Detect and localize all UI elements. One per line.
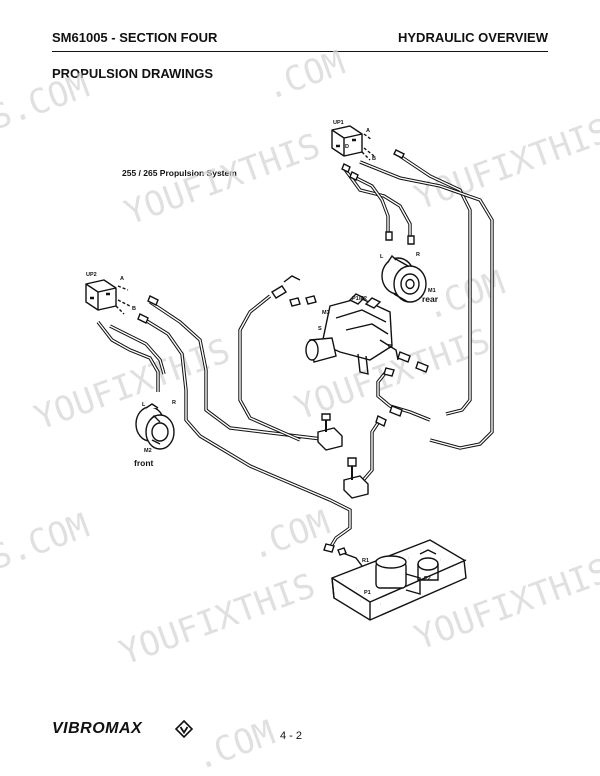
label-port-a: A [120, 276, 124, 282]
section-title: PROPULSION DRAWINGS [52, 66, 214, 81]
watermark-text: S.COM [0, 506, 94, 579]
label-port-a: A [366, 128, 370, 134]
label-p2: P2 [424, 576, 431, 582]
header-rule [52, 51, 548, 52]
brand-logo-text: VIBROMAX [52, 720, 143, 737]
motor-m2-front [135, 403, 175, 450]
label-m1: M1 [428, 288, 436, 294]
watermark-text: S.COM [0, 66, 94, 139]
propulsion-pump [305, 293, 399, 375]
label-up2: UP2 [86, 272, 97, 278]
watermark-group: S.COM .COM YOUFIXTHIS YOUFIXTHIS .COM YO… [0, 43, 600, 776]
watermark-text: .COM [244, 503, 335, 569]
page-number: 4 - 2 [280, 730, 303, 742]
label-r1: R1 [362, 558, 369, 564]
label-p1p2: P1/P2 [352, 296, 367, 302]
figure-caption: 255 / 265 Propulsion System [122, 168, 237, 178]
charge-pump-assembly [331, 539, 467, 621]
label-m3: M3 [322, 310, 330, 316]
doc-topic-title: HYDRAULIC OVERVIEW [398, 30, 548, 45]
watermark-text: YOUFIXTHIS [114, 566, 320, 674]
drawing-labels: UP1 A D B L R M1 rear UP2 A B L R M2 fro… [86, 120, 439, 596]
label-port-l: L [380, 254, 384, 260]
motor-m1-rear [381, 254, 427, 303]
up2-valve-block [85, 279, 131, 315]
label-m2: M2 [144, 448, 152, 454]
label-port-s: S [318, 326, 322, 332]
label-up1: UP1 [333, 120, 344, 126]
label-rear: rear [422, 294, 439, 304]
watermark-text: YOUFIXTHIS [409, 111, 600, 219]
up1-valve-block [331, 125, 375, 161]
doc-section-title: SM61005 - SECTION FOUR [52, 30, 218, 45]
vibromax-logo-icon [175, 720, 193, 738]
label-port-d: D [345, 144, 349, 150]
label-front: front [134, 458, 154, 468]
hose-clamp [317, 413, 343, 451]
hose-clamp [343, 457, 369, 499]
watermark-text: YOUFIXTHIS [119, 126, 325, 234]
label-port-r: R [172, 400, 176, 406]
label-p1: P1 [364, 590, 371, 596]
label-port-b: B [388, 344, 392, 350]
label-port-b: B [132, 306, 136, 312]
watermark-text: .COM [189, 713, 280, 776]
label-port-l: L [142, 402, 146, 408]
label-port-b: B [372, 156, 376, 162]
watermark-text: .COM [259, 43, 350, 109]
page-header: SM61005 - SECTION FOUR HYDRAULIC OVERVIE… [52, 30, 548, 50]
label-port-r: R [416, 252, 420, 258]
